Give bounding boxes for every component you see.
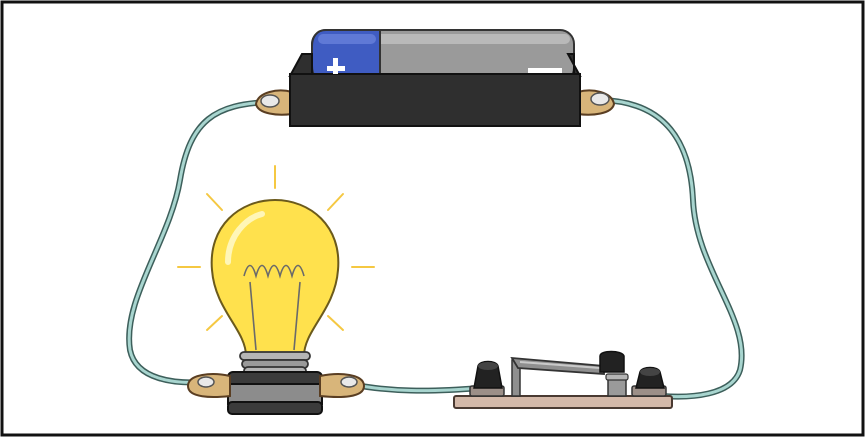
battery-holder-top	[288, 53, 313, 77]
glow-rays	[177, 165, 375, 331]
switch-handle	[599, 350, 625, 373]
knife-switch-icon	[453, 350, 673, 409]
bulb-terminal-right	[319, 373, 366, 398]
battery-icon	[254, 29, 616, 127]
switch-base-plate	[453, 395, 673, 409]
bulb-glass	[210, 198, 340, 357]
battery-holder	[289, 73, 581, 127]
switch-knob-left	[469, 360, 505, 397]
wire-right	[599, 97, 745, 400]
light-bulb-icon	[177, 165, 375, 415]
switch-knob-right	[631, 366, 667, 397]
switch-contact-clip	[605, 373, 629, 397]
battery-plus-sign	[327, 58, 345, 74]
battery-minus-sign	[528, 68, 562, 73]
bulb-filament	[243, 264, 305, 351]
switch-blade	[510, 356, 605, 375]
